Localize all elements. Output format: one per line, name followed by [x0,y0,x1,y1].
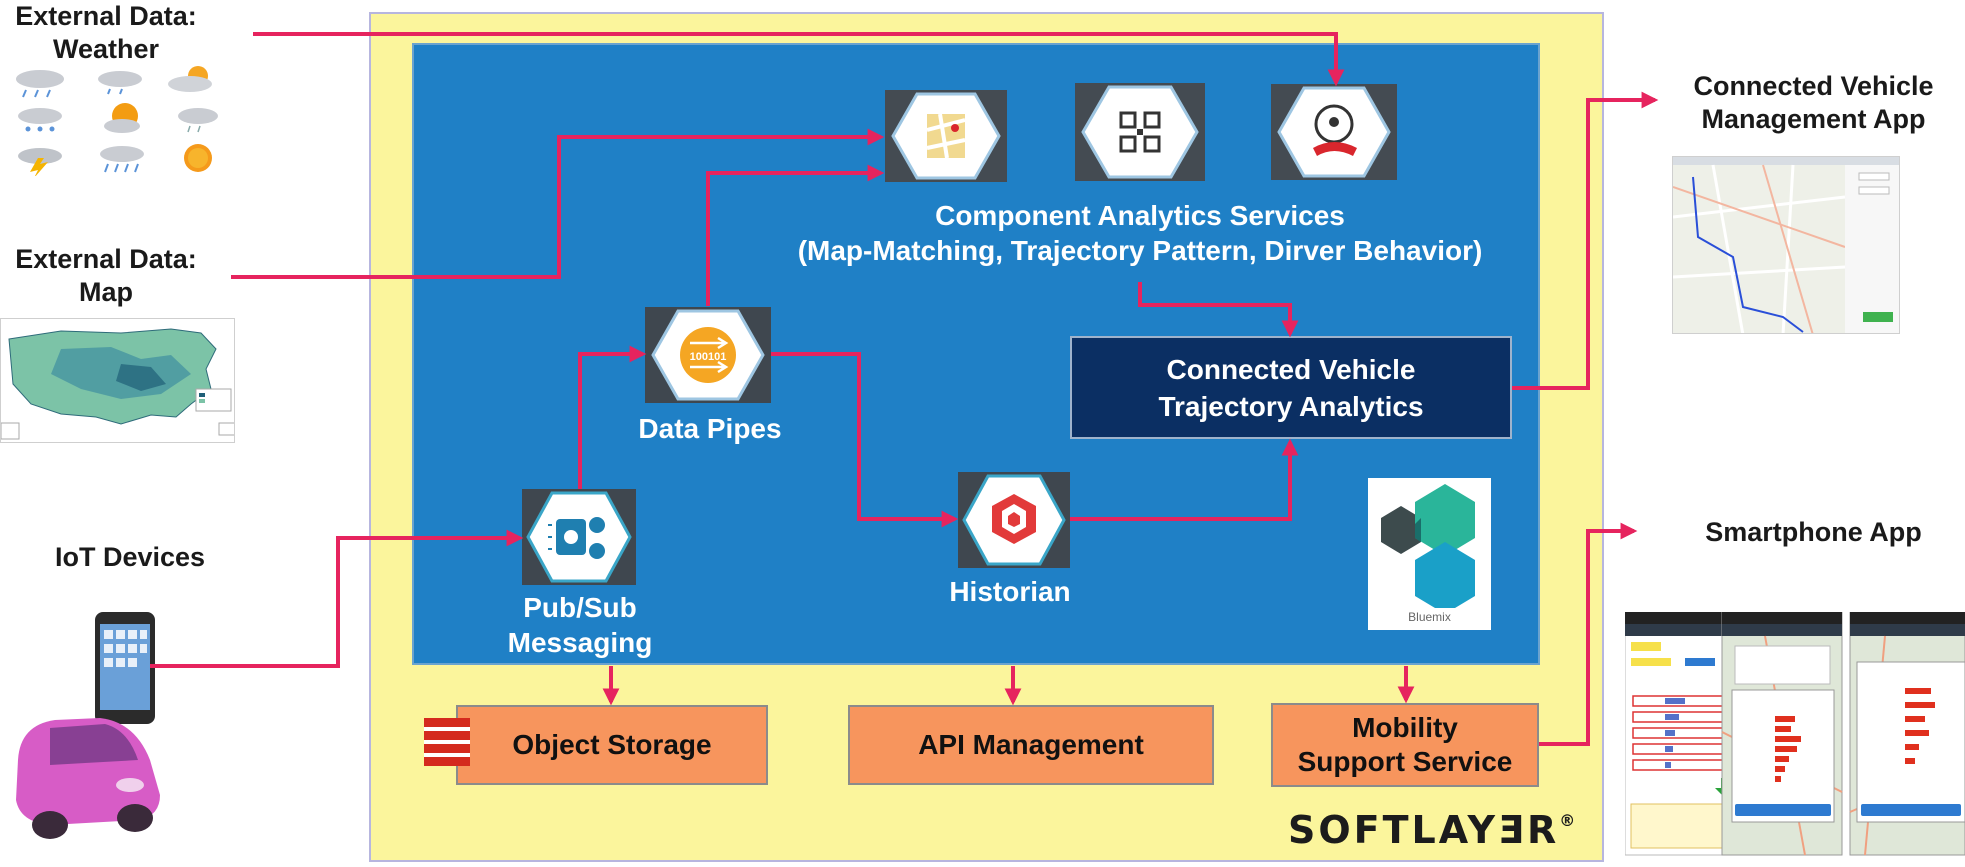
arrow-mobility-to-smartphone-app [1539,522,1638,746]
mobility-support-line2: Support Service [1297,746,1513,777]
external-map-label-line2: Map [79,277,133,307]
cv-app-label: Connected Vehicle Management App [1662,70,1965,136]
external-weather-label-line1: External Data: [15,1,197,31]
arrow-component-services-to-trajectory-analytics [1138,282,1299,338]
component-analytics-label: Component Analytics Services (Map-Matchi… [760,198,1520,268]
object-storage-icon [424,718,470,768]
bluemix-logo-icon [1381,484,1475,614]
trajectory-analytics-line1: Connected Vehicle [1166,353,1416,385]
mobility-support-line1: Mobility [1352,712,1458,743]
arrow-map-to-map-matching [231,128,885,279]
arrow-weather-to-driver-behavior [253,32,1345,87]
us-map-graphic [1,328,234,440]
cloud-rain-icon [16,70,64,98]
trajectory-analytics-line2: Trajectory Analytics [1158,390,1424,422]
weather-icons [16,66,218,176]
partly-sunny-icon [168,66,212,92]
iot-devices-label: IoT Devices [54,542,206,572]
cloud-rain-icon-2 [98,71,142,95]
softlayer-logo-text: SOFTLAYƎR [1288,808,1560,852]
trajectory-analytics-box[interactable]: Connected Vehicle Trajectory Analytics [1070,336,1512,439]
arrow-trajectory-analytics-to-cv-app [1512,91,1659,390]
softlayer-logo: SOFTLAYƎR® [1288,806,1575,854]
historian-label: Historian [949,576,1071,607]
pubsub-icon [526,491,632,583]
pubsub-label-line1: Pub/Sub [523,592,637,623]
component-analytics-line2: (Map-Matching, Trajectory Pattern, Dirve… [797,235,1483,266]
bluemix-logo-text: Bluemix [1408,610,1451,624]
api-management-box[interactable]: API Management [848,705,1214,785]
map-matching-icon [891,92,1001,180]
map-matching-tile[interactable] [885,90,1007,182]
arrow-historian-to-trajectory-analytics [1070,438,1299,521]
smartphone-app-screenshots [1624,611,1965,857]
sun-icon [184,144,212,172]
cv-app-screenshot [1672,156,1900,334]
data-pipes-badge: 100101 [690,351,727,363]
us-map-image [0,318,235,443]
external-weather-label: External Data: Weather [0,0,212,66]
thunderstorm-icon [18,148,62,176]
driver-behavior-tile[interactable] [1271,84,1397,180]
sun-cloud-icon [104,103,140,133]
phone-screen-2 [1721,611,1843,856]
external-map-label: External Data: Map [0,243,212,309]
arrow-datapipes-to-map-matching [706,164,885,306]
data-pipes-tile[interactable]: 100101 [645,307,771,403]
arrow-pubsub-to-datapipes [578,345,647,489]
iot-devices-image [16,612,160,839]
heavy-rain-icon [100,146,144,173]
external-weather-label-line2: Weather [52,34,160,64]
object-storage-icon-graphic [424,718,470,766]
cloud-drizzle-icon [178,108,218,133]
cv-app-label-line2: Management App [1701,104,1926,134]
external-map-label-line1: External Data: [15,244,197,274]
pubsub-tile[interactable] [522,489,636,585]
car-icon [16,718,160,839]
smartphone-icon [95,612,155,724]
cv-app-label-line1: Connected Vehicle [1693,71,1934,101]
object-storage-box[interactable]: Object Storage [456,705,768,785]
mobility-support-box[interactable]: Mobility Support Service [1271,703,1539,787]
historian-icon [962,474,1066,566]
arrow-datapipes-to-historian [771,352,959,528]
smartphone-app-screenshots-graphic [1624,611,1965,856]
historian-tile[interactable] [958,472,1070,568]
phone-screen-3 [1849,611,1965,856]
driver-behavior-icon [1277,86,1391,178]
cv-app-screenshot-graphic [1673,157,1899,333]
softlayer-registered-mark: ® [1559,811,1579,830]
pubsub-label-line2: Messaging [507,627,653,658]
data-pipes-icon: 100101 [651,309,765,401]
trajectory-pattern-icon [1081,85,1199,179]
smartphone-app-label: Smartphone App [1705,517,1922,547]
cloud-snow-icon [18,108,62,132]
bluemix-logo-tile: Bluemix [1368,478,1491,630]
data-pipes-label: Data Pipes [638,413,782,444]
arrow-iot-to-pubsub [150,529,524,668]
trajectory-pattern-tile[interactable] [1075,83,1205,181]
component-analytics-line1: Component Analytics Services [935,200,1345,231]
pubsub-label: Pub/Sub Messaging [480,590,680,660]
